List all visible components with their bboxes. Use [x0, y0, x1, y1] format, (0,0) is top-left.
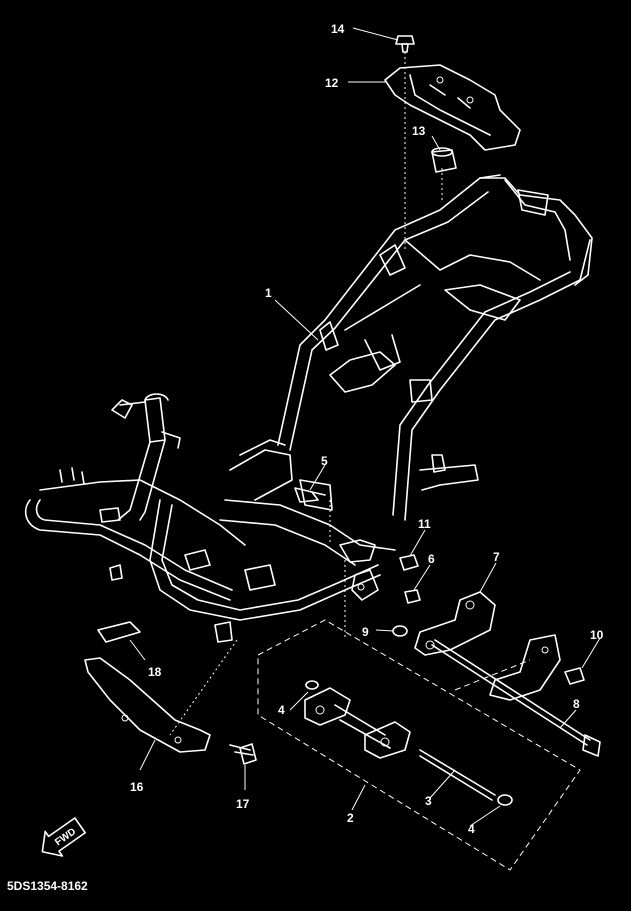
- callout-5: 5: [321, 454, 328, 468]
- link-assembly-2-drawing: [257, 619, 581, 871]
- bracket-10-drawing: [489, 634, 585, 701]
- callout-4-upper: 4: [278, 703, 285, 717]
- callout-12: 12: [325, 76, 339, 90]
- callout-13: 13: [412, 124, 426, 138]
- callout-1: 1: [265, 286, 272, 300]
- drawing-code: 5DS1354-8162: [7, 879, 88, 893]
- nuts-drawing: [392, 554, 421, 637]
- bolt-5-drawing: [294, 487, 326, 503]
- bolt-17-drawing: [229, 743, 257, 765]
- callouts: 14 12 13 1 5 11 6 7 9 10 8 18 4 16 17 2 …: [130, 22, 604, 836]
- callout-10: 10: [590, 628, 604, 642]
- callout-6: 6: [428, 552, 435, 566]
- callout-7: 7: [493, 550, 500, 564]
- callout-18: 18: [148, 665, 162, 679]
- callout-8: 8: [573, 697, 580, 711]
- callout-2: 2: [347, 811, 354, 825]
- callout-4-lower: 4: [468, 822, 475, 836]
- top-bracket-drawing: [384, 64, 521, 151]
- fwd-arrow-icon: [41, 817, 86, 857]
- callout-17: 17: [236, 797, 250, 811]
- main-frame-drawing: [24, 174, 593, 643]
- damper-13-drawing: [431, 147, 457, 173]
- bracket-16-drawing: [84, 657, 211, 753]
- fwd-arrow: FWD: [41, 817, 86, 857]
- plate-7-drawing: [414, 591, 496, 656]
- callout-14: 14: [331, 22, 345, 36]
- callout-9: 9: [362, 625, 369, 639]
- fwd-label: FWD: [53, 826, 78, 848]
- leader-lines: [129, 27, 601, 827]
- callout-16: 16: [130, 780, 144, 794]
- bolt-14-drawing: [395, 35, 415, 53]
- pad-18-drawing: [97, 621, 141, 643]
- callout-11: 11: [418, 517, 431, 531]
- callout-3: 3: [425, 794, 432, 808]
